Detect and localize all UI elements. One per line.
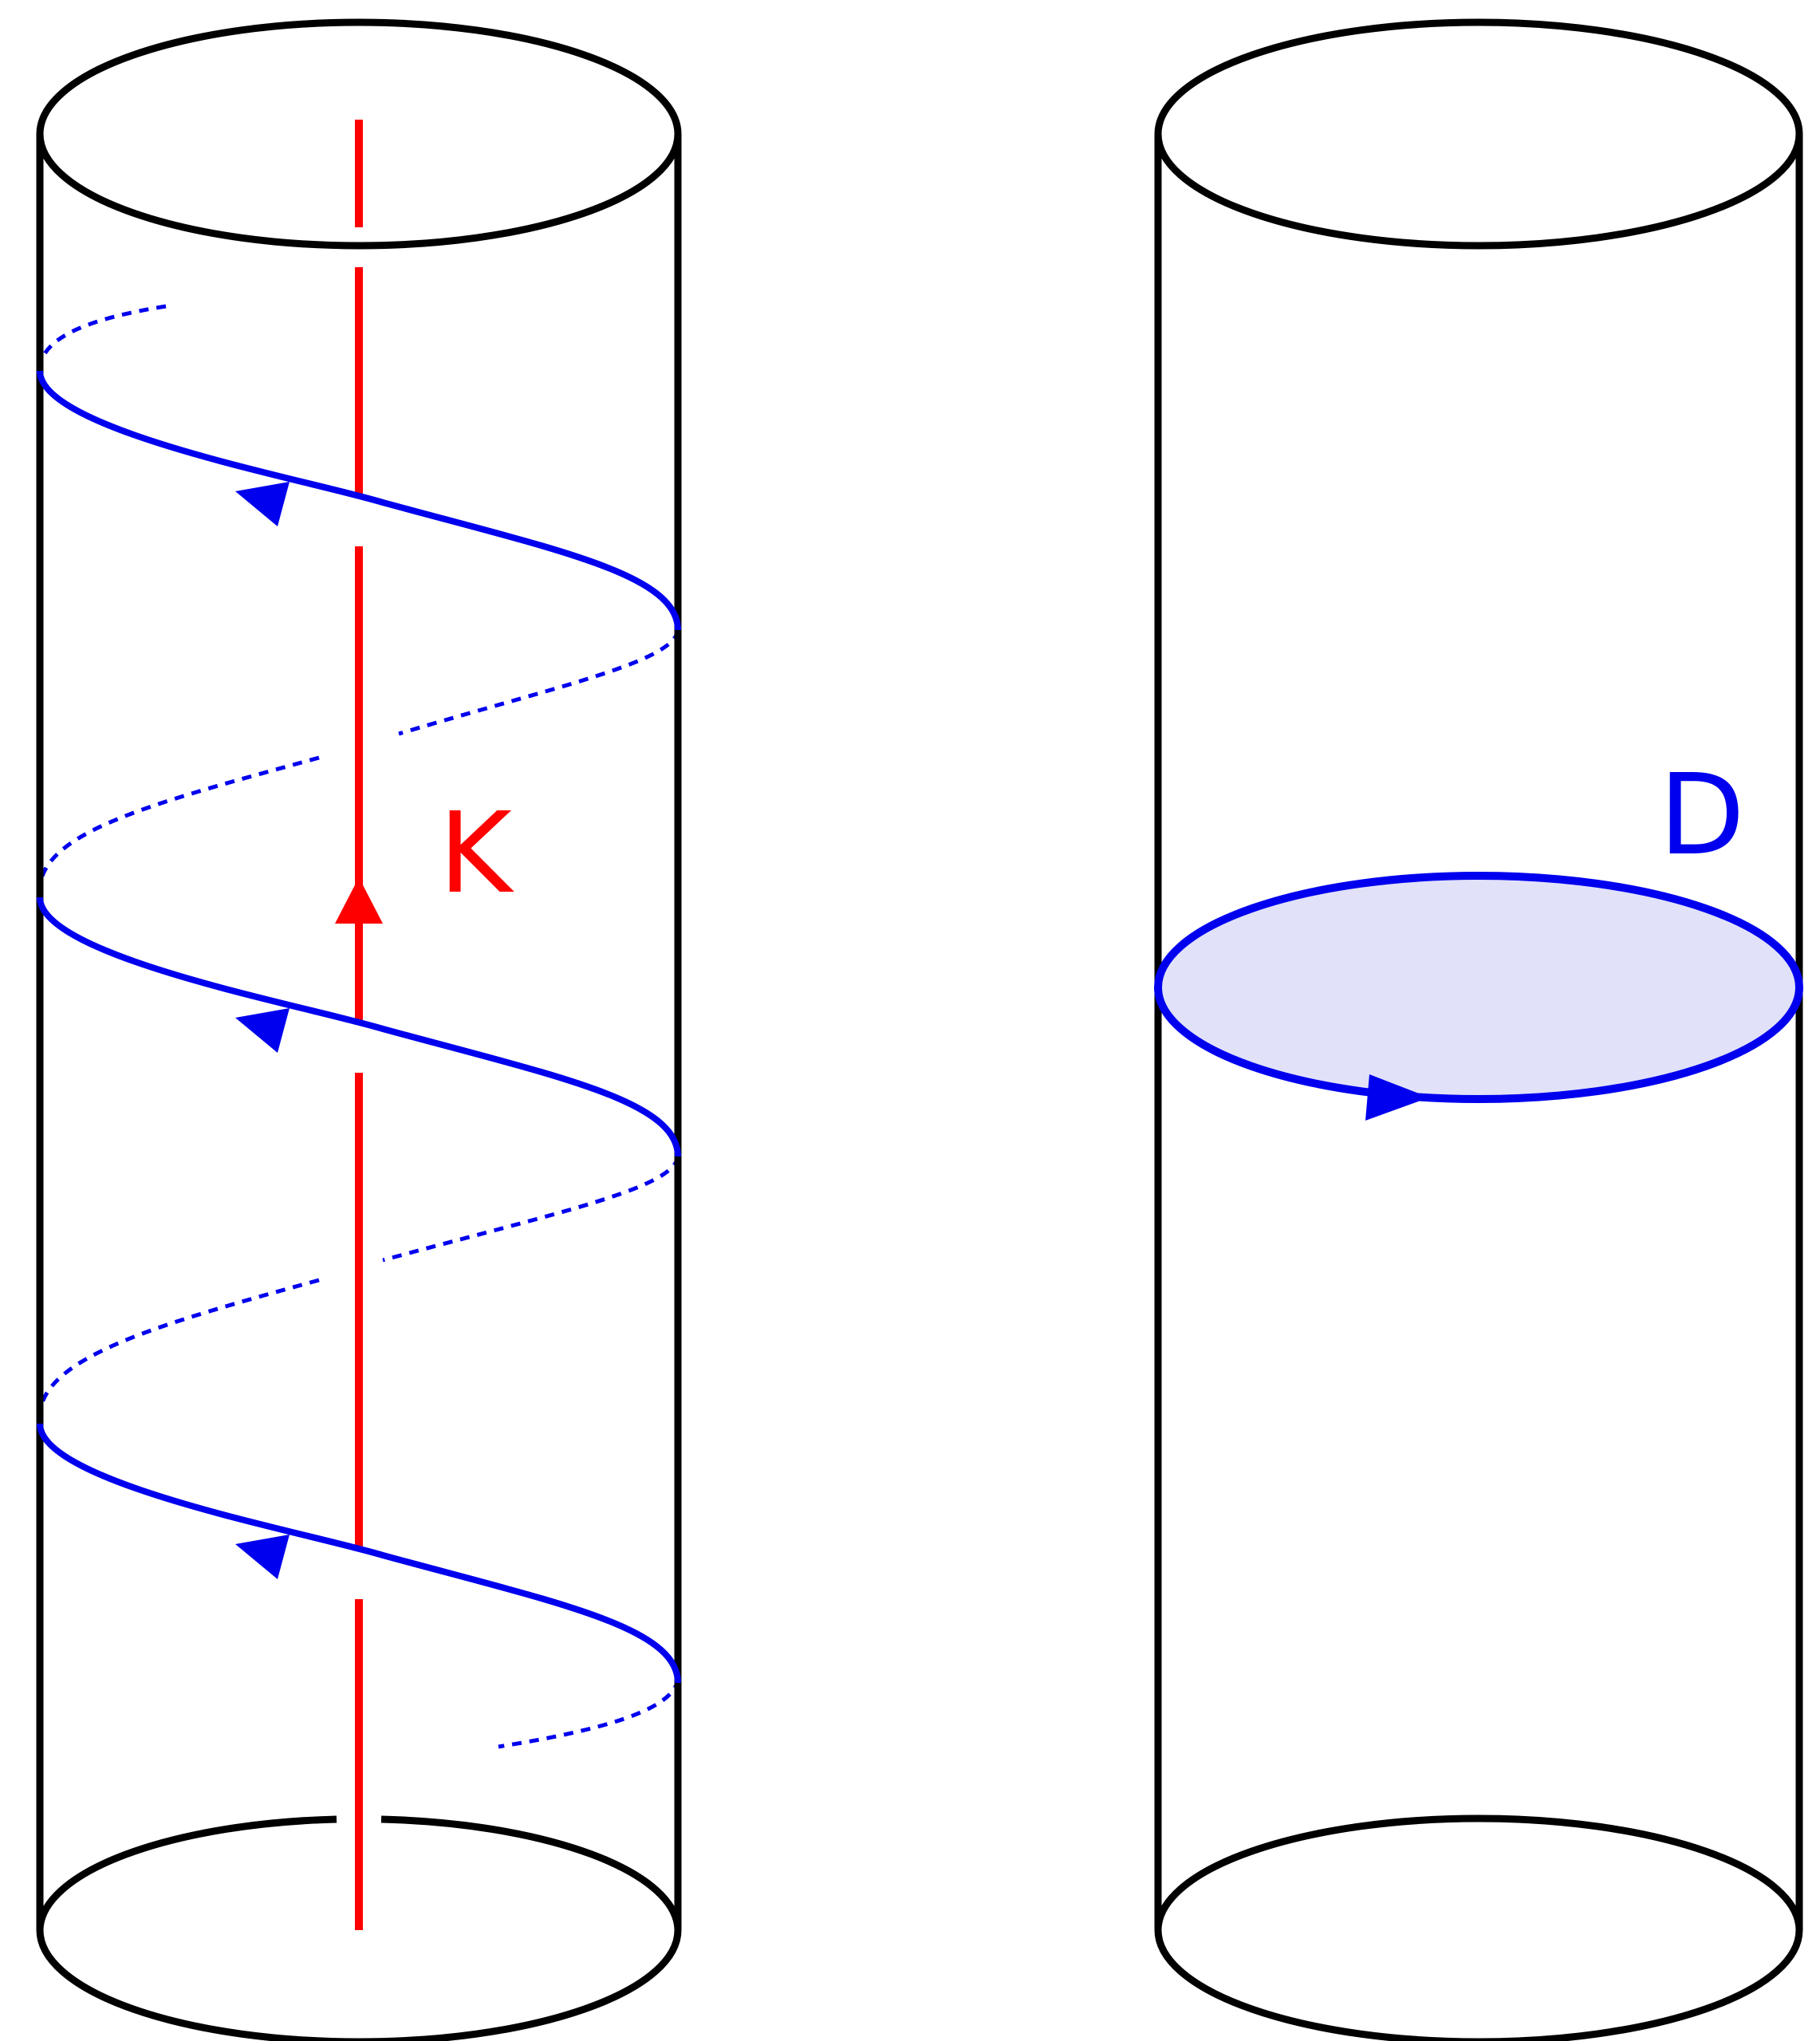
knot-arrow-icon (335, 877, 383, 924)
helix-arrow-icon (235, 1008, 290, 1053)
left-cylinder-outline (36, 18, 682, 2041)
left-cylinder-bottom-back-left (36, 1815, 337, 1931)
knot-label: K (439, 789, 514, 919)
helix-arrow-icon (235, 482, 290, 526)
right-cylinder-outline (1154, 18, 1803, 2041)
helix-turn-2 (37, 896, 681, 1157)
right-cylinder-top (1154, 18, 1803, 250)
right-cylinder-bottom (1154, 1814, 1803, 2041)
helix-turn-1 (37, 370, 681, 631)
right-cylinder: D (1154, 18, 1803, 2041)
helix-turn-3 (37, 1423, 681, 1684)
helix-arrows (235, 482, 290, 1579)
left-cylinder: K (36, 18, 682, 2041)
helix-hidden-segments (37, 304, 680, 1749)
disk-label: D (1659, 751, 1745, 881)
helix-front-segments (37, 370, 681, 1684)
disk-arrow-icon (1365, 1074, 1429, 1121)
disk-d (1154, 872, 1803, 1103)
helix-arrow-icon (235, 1535, 290, 1579)
left-cylinder-bottom-front (36, 1929, 682, 2041)
left-cylinder-bottom-back-right (380, 1815, 682, 1931)
